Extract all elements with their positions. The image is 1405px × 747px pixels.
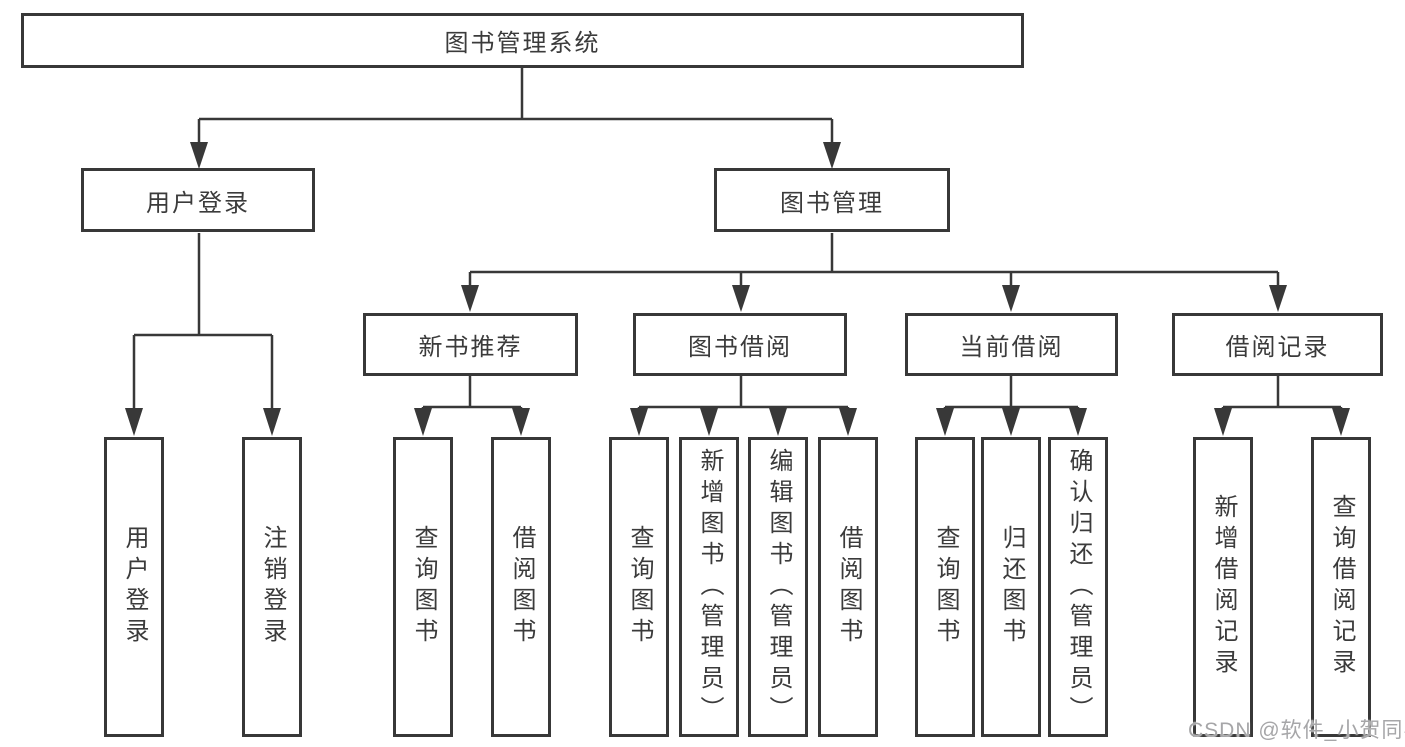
leaf-add-borrow-record-label: 新增借阅记录 [1210,494,1237,680]
leaf-query-books-borrowing-label: 查询图书 [626,525,653,649]
watermark: CSDN @软件_小贺同学 [1188,719,1405,742]
leaf-return-books-label: 归还图书 [998,525,1025,649]
leaf-logout-label: 注销登录 [259,525,286,649]
node-borrowing-records: 借阅记录 [1172,313,1383,376]
node-new-book-recommendation: 新书推荐 [363,313,578,376]
node-library-management-system: 图书管理系统 [21,13,1024,68]
leaf-confirm-return-admin-label: 确认归还（管理员） [1065,447,1092,727]
leaf-edit-book-admin: 编辑图书（管理员） [748,437,808,737]
leaf-logout: 注销登录 [242,437,302,737]
leaf-user-login: 用户登录 [104,437,164,737]
leaf-return-books: 归还图书 [981,437,1041,737]
leaf-query-books-recommend: 查询图书 [393,437,453,737]
leaf-edit-book-admin-label: 编辑图书（管理员） [765,447,792,727]
connector-arrowheads [125,142,1350,436]
leaf-query-books-current-label: 查询图书 [932,525,959,649]
leaf-borrow-books-borrowing: 借阅图书 [818,437,878,737]
node-book-borrowing: 图书借阅 [633,313,847,376]
leaf-borrow-books-borrowing-label: 借阅图书 [835,525,862,649]
leaf-confirm-return-admin: 确认归还（管理员） [1048,437,1108,737]
leaf-user-login-label: 用户登录 [121,525,148,649]
leaf-add-borrow-record: 新增借阅记录 [1193,437,1253,737]
leaf-borrow-books-recommend-label: 借阅图书 [508,525,535,649]
leaf-query-borrow-record-label: 查询借阅记录 [1328,494,1355,680]
node-current-borrowing: 当前借阅 [905,313,1118,376]
leaf-borrow-books-recommend: 借阅图书 [491,437,551,737]
leaf-add-book-admin: 新增图书（管理员） [679,437,739,737]
leaf-query-books-borrowing: 查询图书 [609,437,669,737]
leaf-add-book-admin-label: 新增图书（管理员） [696,447,723,727]
leaf-query-books-current: 查询图书 [915,437,975,737]
leaf-query-books-recommend-label: 查询图书 [410,525,437,649]
node-book-management: 图书管理 [714,168,950,232]
leaf-query-borrow-record: 查询借阅记录 [1311,437,1371,737]
node-user-login: 用户登录 [81,168,315,232]
